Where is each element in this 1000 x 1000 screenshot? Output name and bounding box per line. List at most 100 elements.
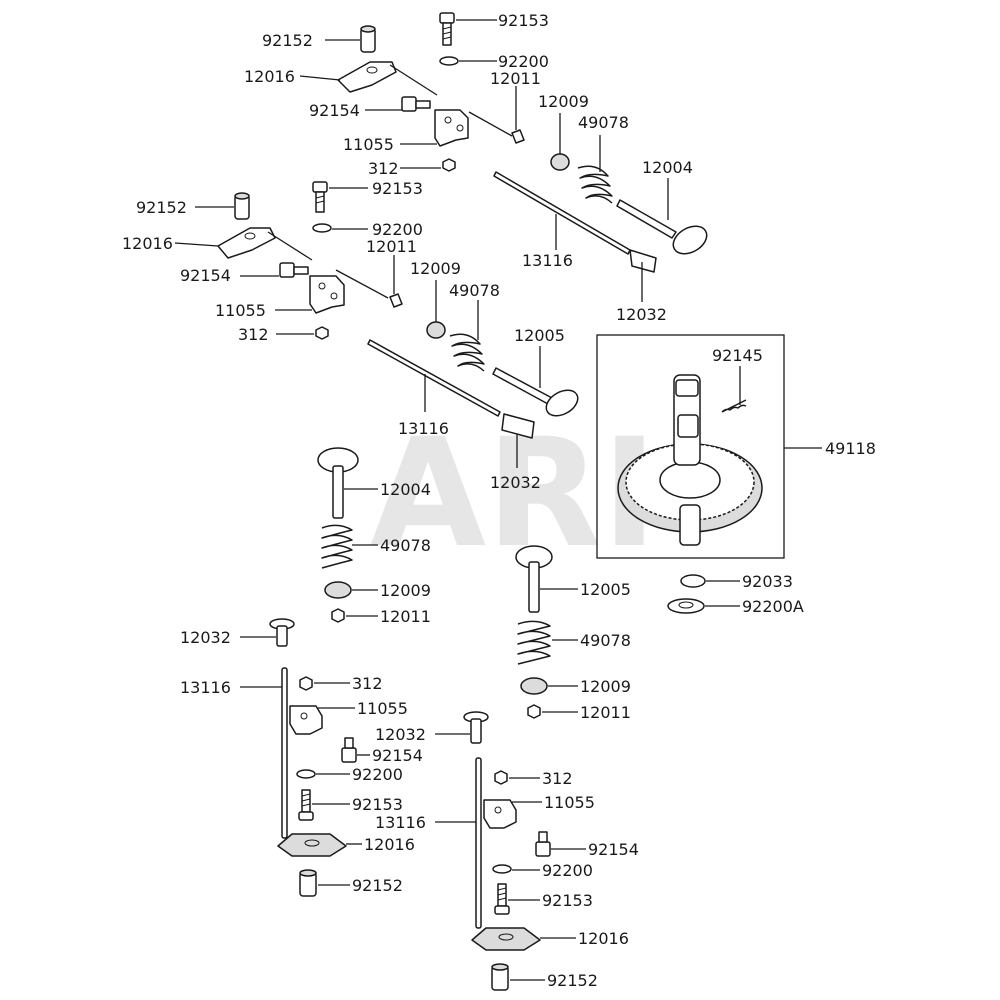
label-12032-4: 12032	[375, 725, 426, 744]
label-11055-2: 11055	[215, 301, 266, 320]
retainer-12009-a	[550, 153, 570, 171]
camshaft-gear-49118	[617, 374, 763, 546]
label-92153-3: 92153	[352, 795, 403, 814]
label-92200-4: 92200	[542, 861, 593, 880]
valve-12005-b	[492, 367, 579, 417]
pivot-92152-d	[491, 963, 509, 991]
lifter-12032-d	[463, 711, 489, 744]
lifter-12032-a	[629, 249, 657, 273]
label-12011-1: 12011	[490, 69, 541, 88]
label-13116-3: 13116	[180, 678, 231, 697]
washer-92200-a	[439, 56, 459, 66]
guide-plate-11055-d	[483, 799, 517, 829]
nut-312-d	[494, 770, 508, 785]
lifter-12032-c	[269, 618, 295, 647]
stud-92153-b	[312, 181, 328, 213]
keeper-12011-a	[511, 129, 525, 144]
valve-12004-c	[317, 447, 359, 519]
label-12032-2: 12032	[490, 473, 541, 492]
label-92154-2: 92154	[180, 266, 231, 285]
rocker-arm-12016-b	[217, 227, 276, 259]
retainer-12009-b	[426, 321, 446, 339]
label-12011-3: 12011	[380, 607, 431, 626]
spring-49078-a	[577, 165, 613, 204]
label-11055-3: 11055	[357, 699, 408, 718]
push-rod-13116-b	[367, 339, 501, 417]
rocker-arm-12016-a	[337, 61, 397, 93]
label-12009-3: 12009	[380, 581, 431, 600]
guide-plate-11055-a	[434, 109, 469, 147]
valve-12004-a	[616, 199, 708, 255]
label-92153-2: 92153	[372, 179, 423, 198]
label-12032-3: 12032	[180, 628, 231, 647]
label-92152-3: 92152	[352, 876, 403, 895]
retainer-12009-c	[324, 581, 352, 599]
label-49078-4: 49078	[580, 631, 631, 650]
label-92200-2: 92200	[372, 220, 423, 239]
washer-92200-b	[312, 223, 332, 233]
retainer-12009-d	[520, 677, 548, 695]
label-12032-1: 12032	[616, 305, 667, 324]
stud-92153-a	[439, 12, 455, 46]
nut-312-c	[299, 676, 313, 691]
label-12009-2: 12009	[410, 259, 461, 278]
nut-312-a	[442, 158, 456, 172]
label-92145: 92145	[712, 346, 763, 365]
lifter-12032-b	[501, 413, 535, 439]
label-92153-4: 92153	[542, 891, 593, 910]
label-312-1: 312	[368, 159, 399, 178]
camshaft-group-box	[596, 334, 785, 559]
spring-49078-c	[321, 524, 353, 569]
label-13116-4: 13116	[375, 813, 426, 832]
label-92152-1: 92152	[262, 31, 313, 50]
label-49078-2: 49078	[449, 281, 500, 300]
label-92154-4: 92154	[588, 840, 639, 859]
nut-312-b	[315, 326, 329, 340]
label-12005-1: 12005	[514, 326, 565, 345]
spring-92145	[721, 399, 747, 413]
label-13116-2: 13116	[398, 419, 449, 438]
label-92200-3: 92200	[352, 765, 403, 784]
label-12011-4: 12011	[580, 703, 631, 722]
label-49118: 49118	[825, 439, 876, 458]
washer-92200a	[667, 598, 705, 614]
pivot-92152-c	[299, 869, 317, 897]
push-rod-13116-a	[493, 171, 631, 255]
bolt-92154-d	[535, 831, 551, 857]
label-12005-2: 12005	[580, 580, 631, 599]
label-11055-4: 11055	[544, 793, 595, 812]
washer-92200-c	[296, 769, 316, 779]
guide-plate-11055-c	[289, 705, 323, 735]
label-12009-4: 12009	[580, 677, 631, 696]
label-312-3: 312	[352, 674, 383, 693]
washer-92200-d	[492, 864, 512, 874]
label-49078-3: 49078	[380, 536, 431, 555]
stud-92153-d	[494, 883, 510, 915]
keeper-12011-d	[527, 704, 541, 719]
valve-12005-c	[515, 545, 553, 613]
bolt-92154-b	[279, 262, 309, 278]
label-92153-1: 92153	[498, 11, 549, 30]
label-12004-2: 12004	[380, 480, 431, 499]
watermark-text: ARI	[370, 407, 657, 581]
pivot-92152-a	[360, 25, 376, 53]
keeper-12011-c	[331, 608, 345, 623]
circlip-92033	[680, 574, 706, 588]
upper-rocker-assembly-1	[299, 12, 708, 302]
rocker-arm-12016-c	[277, 833, 347, 857]
bolt-92154-c	[341, 737, 357, 763]
label-12016-1: 12016	[244, 67, 295, 86]
label-312-4: 312	[542, 769, 573, 788]
rocker-arm-12016-d	[471, 927, 541, 951]
stud-92153-c	[298, 789, 314, 821]
label-92154-1: 92154	[309, 101, 360, 120]
label-11055-1: 11055	[343, 135, 394, 154]
label-92152-2: 92152	[136, 198, 187, 217]
label-92152-4: 92152	[547, 971, 598, 990]
spring-49078-d	[517, 620, 551, 665]
guide-plate-11055-b	[309, 275, 345, 314]
label-12016-3: 12016	[364, 835, 415, 854]
label-92033: 92033	[742, 572, 793, 591]
